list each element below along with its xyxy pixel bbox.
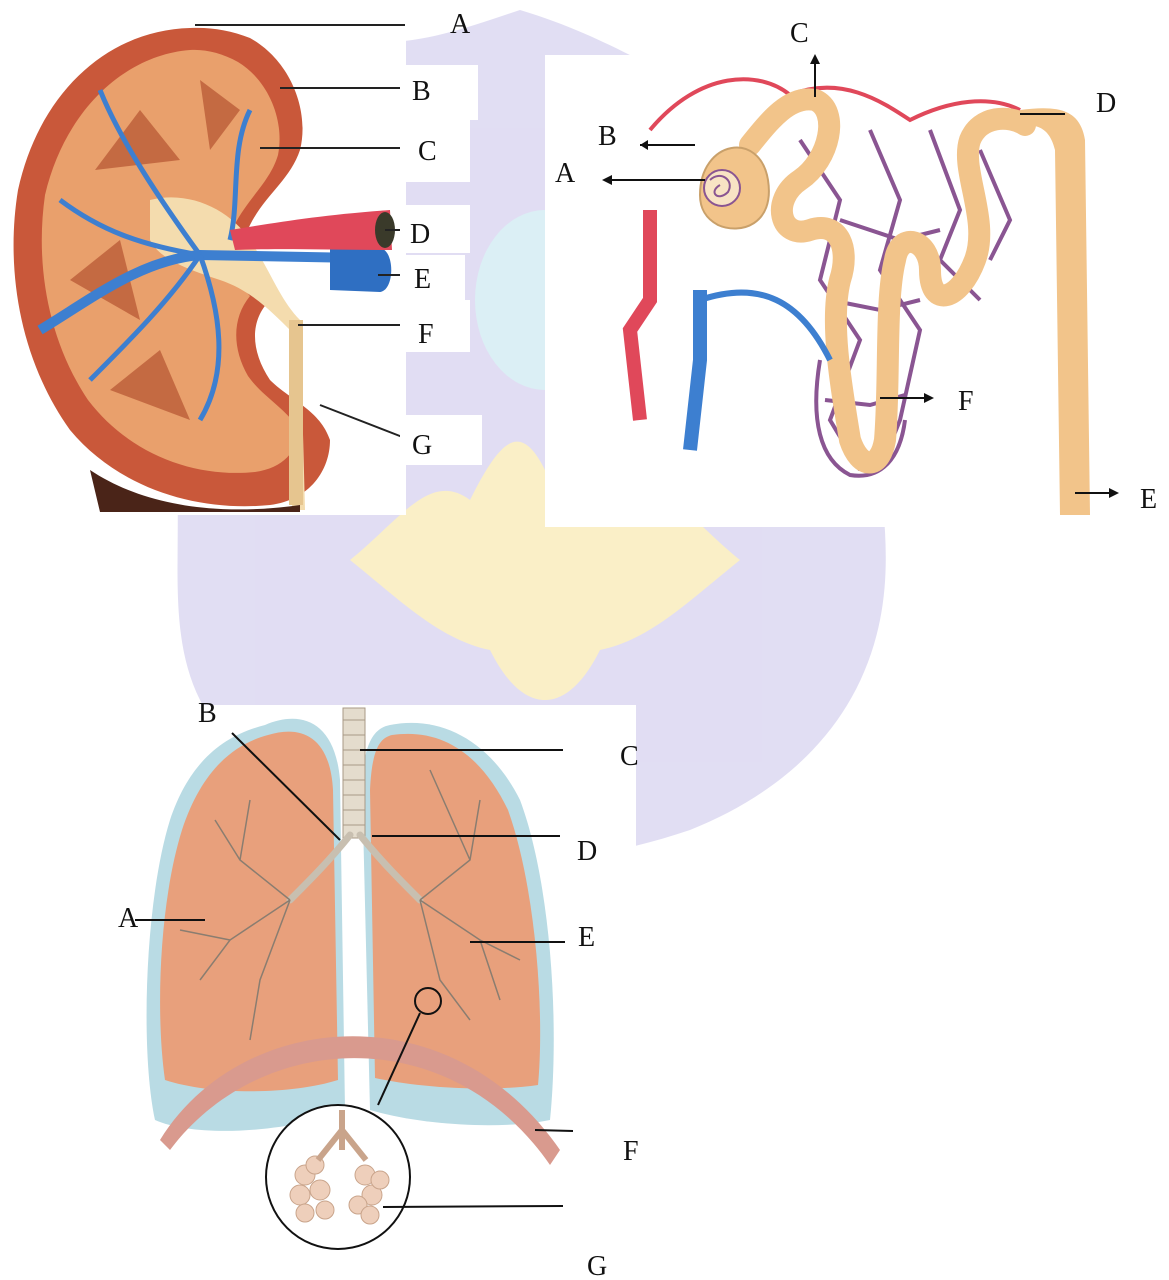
renal-vein-end [330, 248, 391, 292]
lungs-label-e: E [578, 922, 595, 953]
nephron-diagram: A B C D E F [545, 18, 1157, 527]
lungs-label-c: C [620, 741, 639, 772]
kidney-diagram: A B C D E F G [8, 9, 482, 515]
lungs-diagram: A B C D E F G [100, 698, 639, 1280]
lungs-leader-f [535, 1130, 573, 1131]
lungs-label-g: G [587, 1251, 607, 1280]
kidney-label-a: A [450, 9, 471, 40]
kidney-label-e: E [414, 264, 431, 295]
lungs-label-a: A [118, 903, 139, 934]
nephron-label-d: D [1096, 88, 1116, 119]
kidney-label-c: C [418, 136, 437, 167]
lungs-label-b: B [198, 698, 217, 729]
kidney-label-d: D [410, 219, 430, 250]
nephron-label-f: F [958, 386, 974, 417]
lungs-leader-g [383, 1206, 563, 1207]
nephron-label-c: C [790, 18, 809, 49]
kidney-label-f: F [418, 319, 434, 350]
nephron-label-b: B [598, 121, 617, 152]
lungs-label-f: F [623, 1136, 639, 1167]
lungs-label-d: D [577, 836, 597, 867]
nephron-label-a: A [555, 158, 576, 189]
trachea [343, 708, 365, 838]
nephron-label-e: E [1140, 484, 1157, 515]
kidney-label-g: G [412, 430, 432, 461]
kidney-label-b: B [412, 76, 431, 107]
